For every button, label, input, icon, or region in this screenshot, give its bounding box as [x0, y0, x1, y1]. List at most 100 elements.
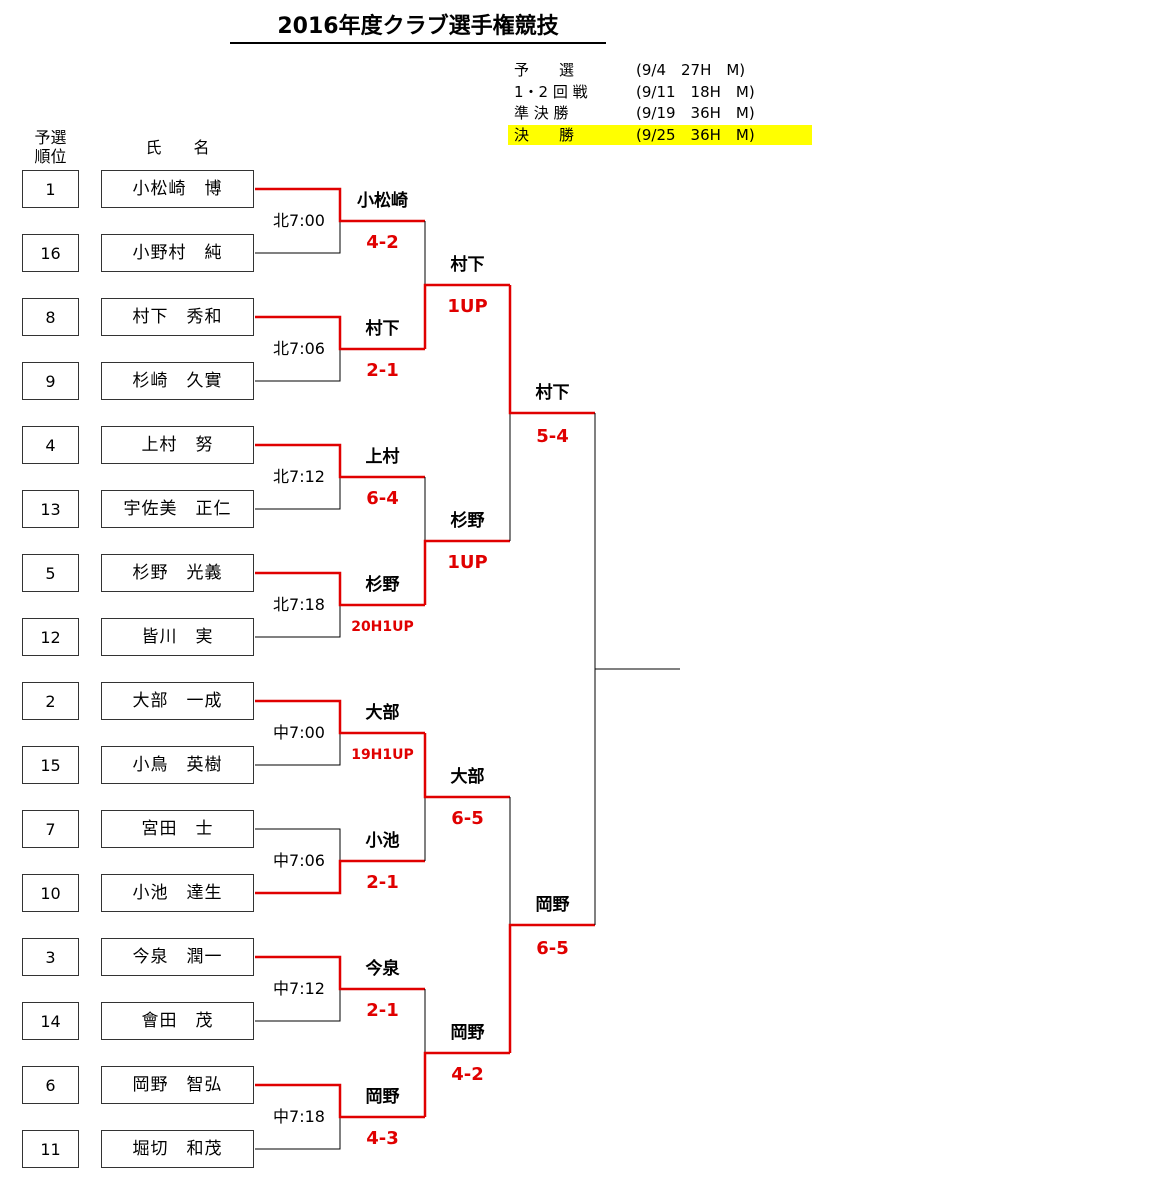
schedule-date: (9/11 18H M)	[636, 83, 755, 101]
bracket-line-winner	[508, 923, 595, 1053]
bracket-line-loser	[255, 1117, 341, 1150]
match-score: 2-1	[366, 360, 399, 381]
schedule-row: 予 選 (9/4 27H M)	[508, 60, 812, 80]
match-winner: 杉野	[365, 575, 400, 595]
bracket-line-loser	[255, 828, 341, 861]
bracket-line-winner	[255, 859, 425, 895]
player-name: 宮田 士	[101, 810, 254, 848]
match-winner: 村下	[450, 255, 485, 275]
player-name: 宇佐美 正仁	[101, 490, 254, 528]
seed-number: 3	[22, 938, 79, 976]
player-name: 堀切 和茂	[101, 1130, 254, 1168]
match-winner: 小池	[365, 831, 400, 851]
match-winner: 大部	[365, 703, 400, 723]
match-winner: 今泉	[365, 959, 400, 979]
bracket-line-winner	[255, 955, 425, 991]
seed-number: 1	[22, 170, 79, 208]
match-time: 北7:18	[273, 595, 325, 614]
bracket-line-loser	[255, 733, 341, 766]
bracket-line-winner	[255, 1083, 425, 1119]
match-score: 2-1	[366, 1000, 399, 1021]
seed-number: 12	[22, 618, 79, 656]
seed-number: 4	[22, 426, 79, 464]
match-winner: 村下	[535, 383, 570, 403]
seed-number: 2	[22, 682, 79, 720]
seed-number: 7	[22, 810, 79, 848]
bracket-line-winner	[508, 285, 595, 415]
match-winner: 小松崎	[357, 191, 408, 211]
match-score: 19H1UP	[351, 747, 414, 763]
player-name: 岡野 智弘	[101, 1066, 254, 1104]
name-header: 氏 名	[145, 138, 210, 157]
player-name: 小池 達生	[101, 874, 254, 912]
seed-number: 6	[22, 1066, 79, 1104]
schedule-date: (9/19 36H M)	[636, 104, 755, 122]
player-name: 杉崎 久實	[101, 362, 254, 400]
match-score: 2-1	[366, 872, 399, 893]
bracket-line-winner	[423, 1051, 510, 1117]
schedule-row-highlight: 決 勝 (9/25 36H M)	[508, 125, 812, 145]
bracket-line-winner	[255, 443, 425, 479]
player-name: 小野村 純	[101, 234, 254, 272]
match-score: 6-4	[366, 488, 399, 509]
match-score: 1UP	[447, 296, 488, 317]
schedule-date: (9/25 36H M)	[636, 126, 755, 144]
match-time: 中7:12	[273, 979, 325, 998]
schedule-round: 準 決 勝	[514, 104, 569, 122]
bracket-line-loser	[255, 989, 341, 1022]
match-winner: 大部	[450, 767, 485, 787]
bracket-line-winner	[255, 315, 425, 351]
seed-number: 9	[22, 362, 79, 400]
seed-header: 予選 順位	[34, 128, 67, 166]
match-winner: 岡野	[450, 1023, 485, 1043]
match-score: 4-2	[366, 232, 399, 253]
seed-number: 13	[22, 490, 79, 528]
schedule-row: 1・2 回 戦 (9/11 18H M)	[508, 82, 812, 102]
schedule-round: 決 勝	[514, 126, 575, 144]
match-winner: 岡野	[535, 895, 570, 915]
bracket-line-loser	[255, 221, 341, 254]
player-name: 大部 一成	[101, 682, 254, 720]
player-name: 小鳥 英樹	[101, 746, 254, 784]
match-score: 5-4	[536, 426, 569, 447]
seed-number: 10	[22, 874, 79, 912]
match-winner: 村下	[365, 319, 400, 339]
bracket-line-winner	[255, 187, 425, 223]
match-time: 中7:18	[273, 1107, 325, 1126]
schedule-round: 1・2 回 戦	[514, 83, 588, 101]
bracket-line-winner	[255, 699, 425, 735]
match-score: 6-5	[451, 808, 484, 829]
match-winner: 上村	[365, 447, 400, 467]
match-score: 6-5	[536, 938, 569, 959]
schedule-round: 予 選	[514, 61, 575, 79]
player-name: 上村 努	[101, 426, 254, 464]
seed-number: 16	[22, 234, 79, 272]
match-score: 4-3	[366, 1128, 399, 1149]
seed-number: 14	[22, 1002, 79, 1040]
match-winner: 杉野	[450, 511, 485, 531]
player-name: 會田 茂	[101, 1002, 254, 1040]
player-name: 皆川 実	[101, 618, 254, 656]
match-time: 中7:00	[273, 723, 325, 742]
match-time: 北7:00	[273, 211, 325, 230]
page-title: 2016年度クラブ選手権競技	[230, 12, 606, 44]
bracket-line-loser	[255, 349, 341, 382]
match-time: 中7:06	[273, 851, 325, 870]
player-name: 今泉 潤一	[101, 938, 254, 976]
bracket-line-winner	[423, 283, 510, 349]
bracket-line-loser	[255, 605, 341, 638]
schedule-date: (9/4 27H M)	[636, 61, 746, 79]
schedule-row: 準 決 勝 (9/19 36H M)	[508, 103, 812, 123]
player-name: 村下 秀和	[101, 298, 254, 336]
match-time: 北7:12	[273, 467, 325, 486]
player-name: 小松崎 博	[101, 170, 254, 208]
match-score: 4-2	[451, 1064, 484, 1085]
match-score: 20H1UP	[351, 619, 414, 635]
bracket-line-loser	[255, 477, 341, 510]
seed-number: 15	[22, 746, 79, 784]
match-score: 1UP	[447, 552, 488, 573]
bracket-line-winner	[423, 539, 510, 605]
seed-number: 11	[22, 1130, 79, 1168]
seed-number: 5	[22, 554, 79, 592]
